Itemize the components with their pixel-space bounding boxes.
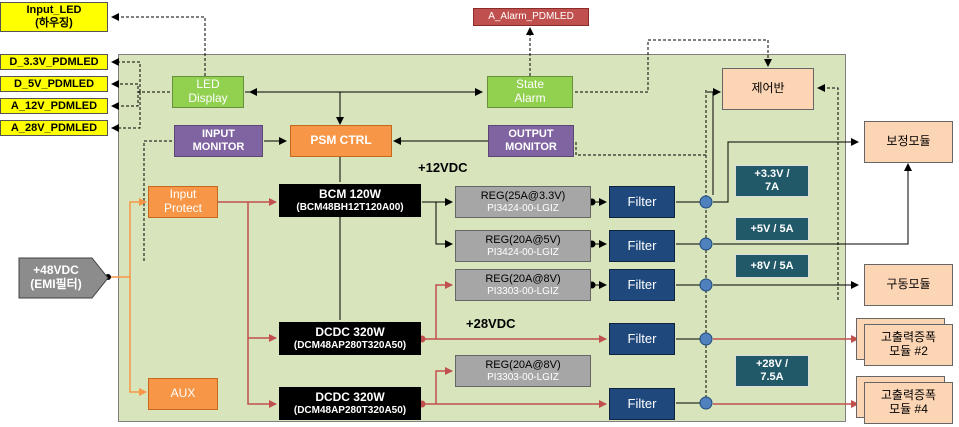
hpa-module-4-line2: 모듈 #4 <box>889 402 928 416</box>
input-led-text: Input_LED <box>26 4 82 17</box>
state-alarm-line2: Alarm <box>514 91 546 105</box>
calibration-module-text: 보정모듈 <box>886 134 931 149</box>
input-protect-block: Input Protect <box>148 186 218 218</box>
source-label: +48VDC (EMI필터) <box>18 257 94 299</box>
controller-text: 제어반 <box>751 81 785 96</box>
dcdc-block-1: DCDC 320W (DCM48AP280T320A50) <box>279 322 421 355</box>
state-alarm-block: State Alarm <box>487 76 573 108</box>
output-monitor-line1: OUTPUT <box>508 128 554 141</box>
v28-label: +28VDC <box>466 316 516 331</box>
a28-led-label: A_28V_PDMLED <box>0 120 108 136</box>
reg3-part: PI3303-00-LGIZ <box>487 285 559 297</box>
rating-3v3: +3.3V / 7A <box>735 165 809 197</box>
output-monitor-block: OUTPUT MONITOR <box>488 125 574 157</box>
rating-5v: +5V / 5A <box>735 217 809 241</box>
reg1-part: PI3424-00-LGIZ <box>487 202 559 214</box>
filter-block-5: Filter <box>609 388 675 420</box>
v12-label: +12VDC <box>418 160 468 175</box>
source-shape <box>18 257 109 299</box>
filter-block-4: Filter <box>609 323 675 355</box>
filter2-text: Filter <box>627 237 657 253</box>
dcdc1-title: DCDC 320W <box>315 324 385 339</box>
source-line2: (EMI필터) <box>30 277 82 291</box>
rating-8v-text: +8V / 5A <box>750 259 794 272</box>
filter-block-2: Filter <box>609 230 675 262</box>
d5-led-text: D_5V_PDMLED <box>13 77 95 90</box>
led-display-line1: LED <box>196 77 220 92</box>
hpa-module-2: 고출력증폭 모듈 #2 <box>864 324 953 366</box>
reg-block-4: REG(20A@8V) PI3303-00-LGIZ <box>455 355 591 387</box>
reg4-title: REG(20A@8V) <box>485 358 561 371</box>
bcm-part: (BCM48BH12T120A00) <box>296 201 404 213</box>
rating-28v: +28V / 7.5A <box>735 355 809 387</box>
a12-led-label: A_12V_PDMLED <box>0 98 108 114</box>
node-28v-b <box>699 396 713 410</box>
alarm-led-text: A_Alarm_PDMLED <box>488 11 574 23</box>
psm-ctrl-block: PSM CTRL <box>290 125 392 157</box>
filter1-text: Filter <box>627 193 657 209</box>
input-led-sub: (하우징) <box>35 17 73 29</box>
source-line1: +48VDC <box>33 263 79 278</box>
dcdc2-part: (DCM48AP280T320A50) <box>293 404 407 416</box>
a28-led-text: A_28V_PDMLED <box>10 121 98 134</box>
rating-8v: +8V / 5A <box>735 254 809 278</box>
a12-led-text: A_12V_PDMLED <box>10 99 98 112</box>
led-display-line2: Display <box>188 91 228 105</box>
alarm-led-label: A_Alarm_PDMLED <box>473 8 589 26</box>
input-monitor-line2: MONITOR <box>192 141 245 153</box>
dcdc2-title: DCDC 320W <box>315 389 385 404</box>
filter4-text: Filter <box>627 330 657 346</box>
reg1-title: REG(25A@3.3V) <box>480 189 566 202</box>
reg-block-1: REG(25A@3.3V) PI3424-00-LGIZ <box>455 186 591 218</box>
reg2-title: REG(20A@5V) <box>485 233 561 246</box>
input-protect-line2: Protect <box>163 201 202 215</box>
rating-5v-text: +5V / 5A <box>750 222 794 235</box>
state-alarm-line1: State <box>515 77 545 92</box>
bcm-title: BCM 120W <box>318 186 381 201</box>
led-display-block: LED Display <box>172 76 244 108</box>
hpa-module-2-line2: 모듈 #2 <box>889 344 928 358</box>
node-8v <box>699 278 713 292</box>
reg4-part: PI3303-00-LGIZ <box>487 371 559 383</box>
rating-28v-line2: 7.5A <box>760 371 784 383</box>
psm-ctrl-text: PSM CTRL <box>310 133 372 148</box>
reg-block-3: REG(20A@8V) PI3303-00-LGIZ <box>455 269 591 301</box>
d33-led-label: D_3.3V_PDMLED <box>0 54 108 70</box>
reg2-part: PI3424-00-LGIZ <box>487 246 559 258</box>
calibration-module: 보정모듈 <box>864 121 953 163</box>
bcm-block: BCM 120W (BCM48BH12T120A00) <box>279 184 421 217</box>
hpa-module-4: 고출력증폭 모듈 #4 <box>864 382 953 424</box>
dcdc-block-2: DCDC 320W (DCM48AP280T320A50) <box>279 387 421 420</box>
rating-3v3-line2: 7A <box>764 181 780 193</box>
controller-block: 제어반 <box>722 68 814 110</box>
d5-led-label: D_5V_PDMLED <box>0 76 108 92</box>
reg-block-2: REG(20A@5V) PI3424-00-LGIZ <box>455 230 591 262</box>
hpa-module-2-line1: 고출력증폭 <box>880 330 937 345</box>
reg3-title: REG(20A@8V) <box>485 272 561 285</box>
filter5-text: Filter <box>627 395 657 411</box>
d33-led-text: D_3.3V_PDMLED <box>9 55 99 68</box>
input-monitor-block: INPUT MONITOR <box>174 125 263 157</box>
rating-3v3-line1: +3.3V / <box>754 168 790 181</box>
aux-block: AUX <box>148 378 218 410</box>
input-led-label: Input_LED (하우징) <box>0 2 108 32</box>
aux-text: AUX <box>170 386 196 401</box>
input-protect-line1: Input <box>169 187 197 202</box>
dcdc1-part: (DCM48AP280T320A50) <box>293 339 407 351</box>
drive-module: 구동모듈 <box>864 264 953 306</box>
filter-block-1: Filter <box>609 186 675 218</box>
drive-module-text: 구동모듈 <box>886 277 931 292</box>
filter-block-3: Filter <box>609 269 675 301</box>
filter3-text: Filter <box>627 276 657 292</box>
node-3v3 <box>699 195 713 209</box>
output-monitor-line2: MONITOR <box>505 141 557 153</box>
input-monitor-line1: INPUT <box>202 128 235 141</box>
node-5v <box>699 237 713 251</box>
rating-28v-line1: +28V / <box>755 358 789 371</box>
node-28v <box>699 332 713 346</box>
hpa-module-4-line1: 고출력증폭 <box>880 388 937 403</box>
